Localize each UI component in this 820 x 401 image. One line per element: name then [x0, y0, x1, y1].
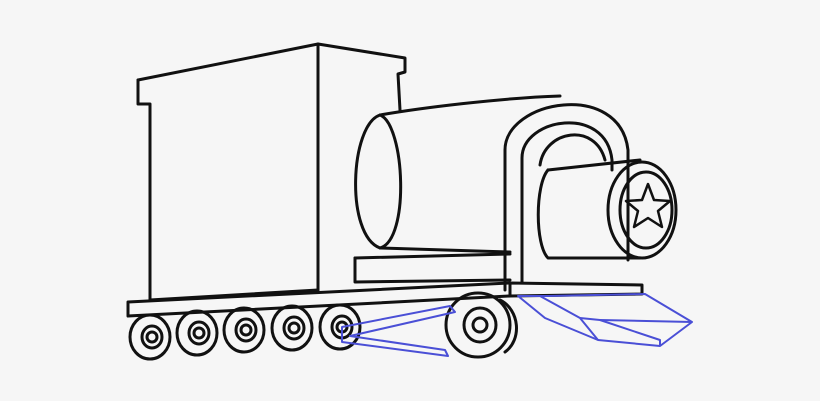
- connecting-rod: [341, 305, 456, 357]
- boiler: [353, 94, 562, 284]
- wheel: [175, 309, 219, 357]
- star-icon: [624, 182, 672, 229]
- cowcatcher: [517, 293, 693, 347]
- wheel: [222, 306, 266, 354]
- front-cylinder: [536, 158, 678, 260]
- wheel: [128, 313, 172, 361]
- arch: [503, 103, 630, 292]
- wheel: [270, 304, 314, 352]
- large-wheel: [444, 291, 518, 359]
